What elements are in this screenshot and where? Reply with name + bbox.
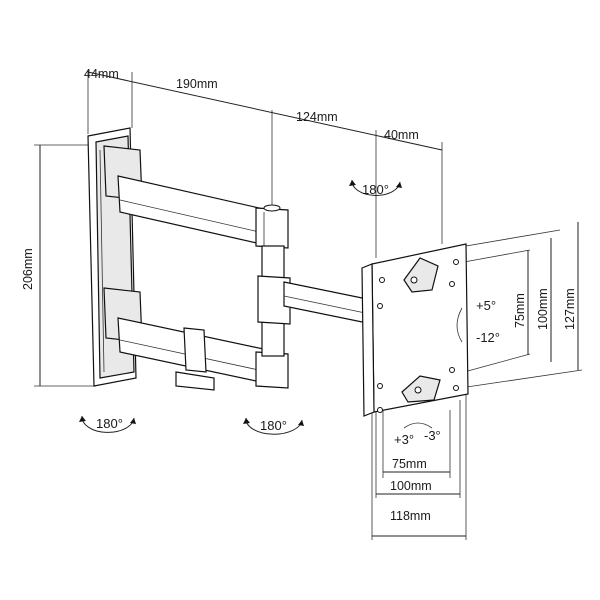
dim-127mm: 127mm bbox=[563, 288, 577, 330]
rotation-arrows bbox=[79, 179, 402, 435]
middle-arm bbox=[257, 245, 373, 357]
dim-190mm: 190mm bbox=[176, 77, 218, 91]
lower-arm bbox=[103, 287, 289, 391]
dim-44mm: 44mm bbox=[84, 67, 119, 81]
tilt-down-label: -12° bbox=[476, 330, 500, 345]
dim-124mm: 124mm bbox=[296, 110, 338, 124]
dim-40mm: 40mm bbox=[384, 128, 419, 142]
dim-100mm-h: 100mm bbox=[390, 479, 432, 493]
dim-75mm-v: 75mm bbox=[513, 293, 527, 328]
level-minus-label: -3° bbox=[424, 428, 441, 443]
dim-206mm: 206mm bbox=[21, 248, 35, 290]
dim-100mm-v: 100mm bbox=[536, 288, 550, 330]
upper-arm bbox=[103, 145, 289, 249]
tilt-up-label: +5° bbox=[476, 298, 496, 313]
dimension-lines bbox=[34, 70, 583, 540]
angle-labels: 180° 180° 180° +5° -12° +3° -3° bbox=[96, 182, 500, 447]
angle-180-wall: 180° bbox=[96, 416, 123, 431]
angle-180-top: 180° bbox=[362, 182, 389, 197]
dim-118mm: 118mm bbox=[390, 509, 431, 523]
vesa-plate bbox=[361, 243, 469, 429]
level-plus-label: +3° bbox=[394, 432, 414, 447]
dimension-labels: 44mm 190mm 124mm 40mm 206mm 75mm 100mm 1… bbox=[21, 67, 577, 523]
dim-75mm-h: 75mm bbox=[392, 457, 427, 471]
angle-180-mid: 180° bbox=[260, 418, 287, 433]
